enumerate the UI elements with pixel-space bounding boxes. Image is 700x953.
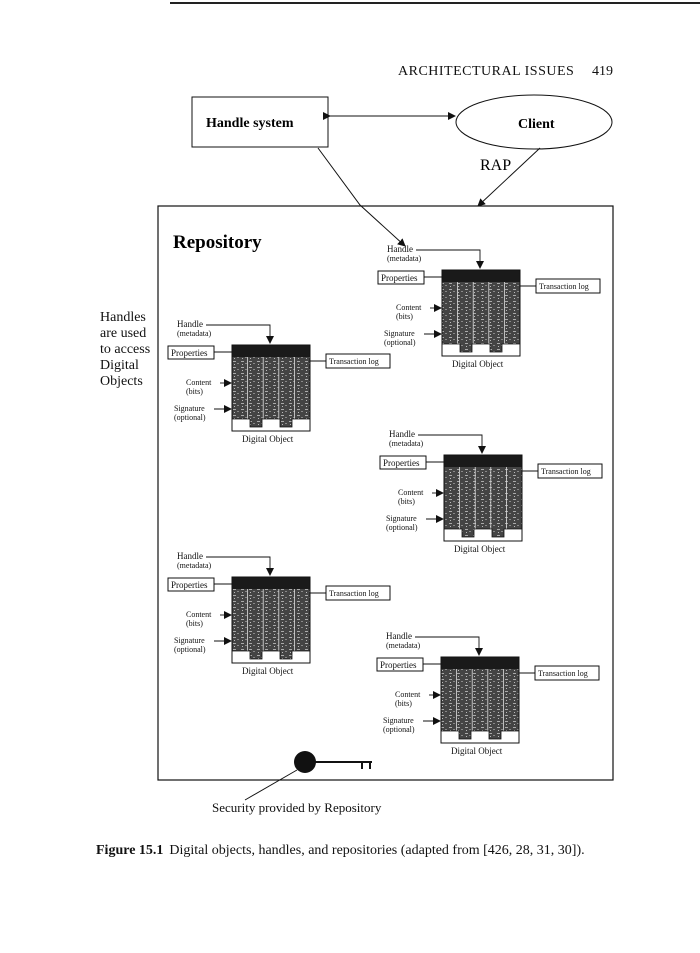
signature-label: Signature xyxy=(384,329,415,338)
rap-label: RAP xyxy=(480,157,511,174)
key-bow xyxy=(294,751,316,773)
running-head: ARCHITECTURAL ISSUES xyxy=(398,64,575,79)
transaction-log-label: Transaction log xyxy=(541,467,591,476)
repository-box xyxy=(157,205,614,781)
security-note: Security provided by Repository xyxy=(212,800,382,815)
optional-label: (optional) xyxy=(384,338,416,347)
bits-label: (bits) xyxy=(186,619,203,628)
metadata-label: (metadata) xyxy=(177,329,212,338)
handle-label: Handle xyxy=(386,631,412,641)
properties-label: Properties xyxy=(380,660,417,670)
bits-label: (bits) xyxy=(396,312,413,321)
object-base xyxy=(231,650,311,664)
signature-label: Signature xyxy=(383,716,414,725)
properties-label: Properties xyxy=(171,348,208,358)
object-outline xyxy=(443,454,523,542)
transaction-log-box xyxy=(537,463,603,479)
signature-label: Signature xyxy=(386,514,417,523)
optional-label: (optional) xyxy=(174,413,206,422)
transaction-log-box xyxy=(534,665,600,681)
object-header-bar xyxy=(441,657,519,669)
object-outline xyxy=(231,344,311,432)
digital-object-label: Digital Object xyxy=(451,746,503,756)
content-label: Content xyxy=(398,488,424,497)
caption-label: Figure 15.1 xyxy=(96,843,164,858)
digital-object-label: Digital Object xyxy=(242,434,294,444)
object-header-bar xyxy=(442,270,520,282)
handle-label: Handle xyxy=(177,319,203,329)
caption-text: Digital objects, handles, and repositori… xyxy=(169,843,585,858)
signature-label: Signature xyxy=(174,636,205,645)
transaction-log-box xyxy=(325,353,391,369)
object-base xyxy=(443,528,523,542)
bits-label: (bits) xyxy=(395,699,412,708)
digital-object-label: Digital Object xyxy=(242,666,294,676)
handle-system-box xyxy=(191,96,329,148)
figure-diagram: Handle system Client RAP Repository Digi… xyxy=(157,94,614,801)
object-outline xyxy=(440,656,520,744)
optional-label: (optional) xyxy=(174,645,206,654)
properties-box xyxy=(379,455,427,470)
key-pointer xyxy=(244,769,298,801)
object-header-bar xyxy=(444,455,522,467)
metadata-label: (metadata) xyxy=(386,641,421,650)
object-base xyxy=(231,418,311,432)
object-base xyxy=(440,730,520,744)
properties-label: Properties xyxy=(383,458,420,468)
digital-object-label: Digital Object xyxy=(452,359,504,369)
bits-label: (bits) xyxy=(398,497,415,506)
object-header-bar xyxy=(232,577,310,589)
properties-label: Properties xyxy=(171,580,208,590)
handle-arrow xyxy=(418,434,486,454)
content-label: Content xyxy=(395,690,421,699)
digital-object-label: Digital Object xyxy=(454,544,506,554)
repository-label: Repository xyxy=(173,232,262,253)
object-outline xyxy=(231,576,311,664)
properties-label: Properties xyxy=(381,273,418,283)
content-label: Content xyxy=(186,378,212,387)
handle-arrow xyxy=(415,636,483,656)
handle-system-label: Handle system xyxy=(206,116,294,131)
metadata-label: (metadata) xyxy=(177,561,212,570)
properties-box xyxy=(376,657,424,672)
optional-label: (optional) xyxy=(386,523,418,532)
properties-box xyxy=(167,345,215,360)
transaction-log-label: Transaction log xyxy=(538,669,588,678)
handle-label: Handle xyxy=(389,429,415,439)
handle-arrow xyxy=(416,249,484,269)
handle-label: Handle xyxy=(387,244,413,254)
page-number: 419 xyxy=(592,64,613,79)
header-rule xyxy=(170,2,700,4)
handle-arrow xyxy=(206,324,274,344)
signature-label: Signature xyxy=(174,404,205,413)
transaction-log-label: Transaction log xyxy=(539,282,589,291)
optional-label: (optional) xyxy=(383,725,415,734)
properties-box xyxy=(167,577,215,592)
side-note: Handles are used to access Digital Objec… xyxy=(100,310,151,389)
object-base xyxy=(441,343,521,357)
handle-label: Handle xyxy=(177,551,203,561)
handle-arrow xyxy=(206,556,274,576)
properties-box xyxy=(377,270,425,285)
transaction-log-box xyxy=(325,585,391,601)
client-ellipse xyxy=(455,94,613,150)
transaction-log-label: Transaction log xyxy=(329,357,379,366)
rap-connector xyxy=(477,147,541,207)
handle-lookup-line xyxy=(317,147,406,247)
transaction-log-box xyxy=(535,278,601,294)
object-header-bar xyxy=(232,345,310,357)
metadata-label: (metadata) xyxy=(387,254,422,263)
client-label: Client xyxy=(518,117,555,132)
bits-label: (bits) xyxy=(186,387,203,396)
object-outline xyxy=(441,269,521,357)
content-label: Content xyxy=(186,610,212,619)
transaction-log-label: Transaction log xyxy=(329,589,379,598)
content-label: Content xyxy=(396,303,422,312)
figure-caption: Figure 15.1 Digital objects, handles, and… xyxy=(96,840,616,861)
metadata-label: (metadata) xyxy=(389,439,424,448)
